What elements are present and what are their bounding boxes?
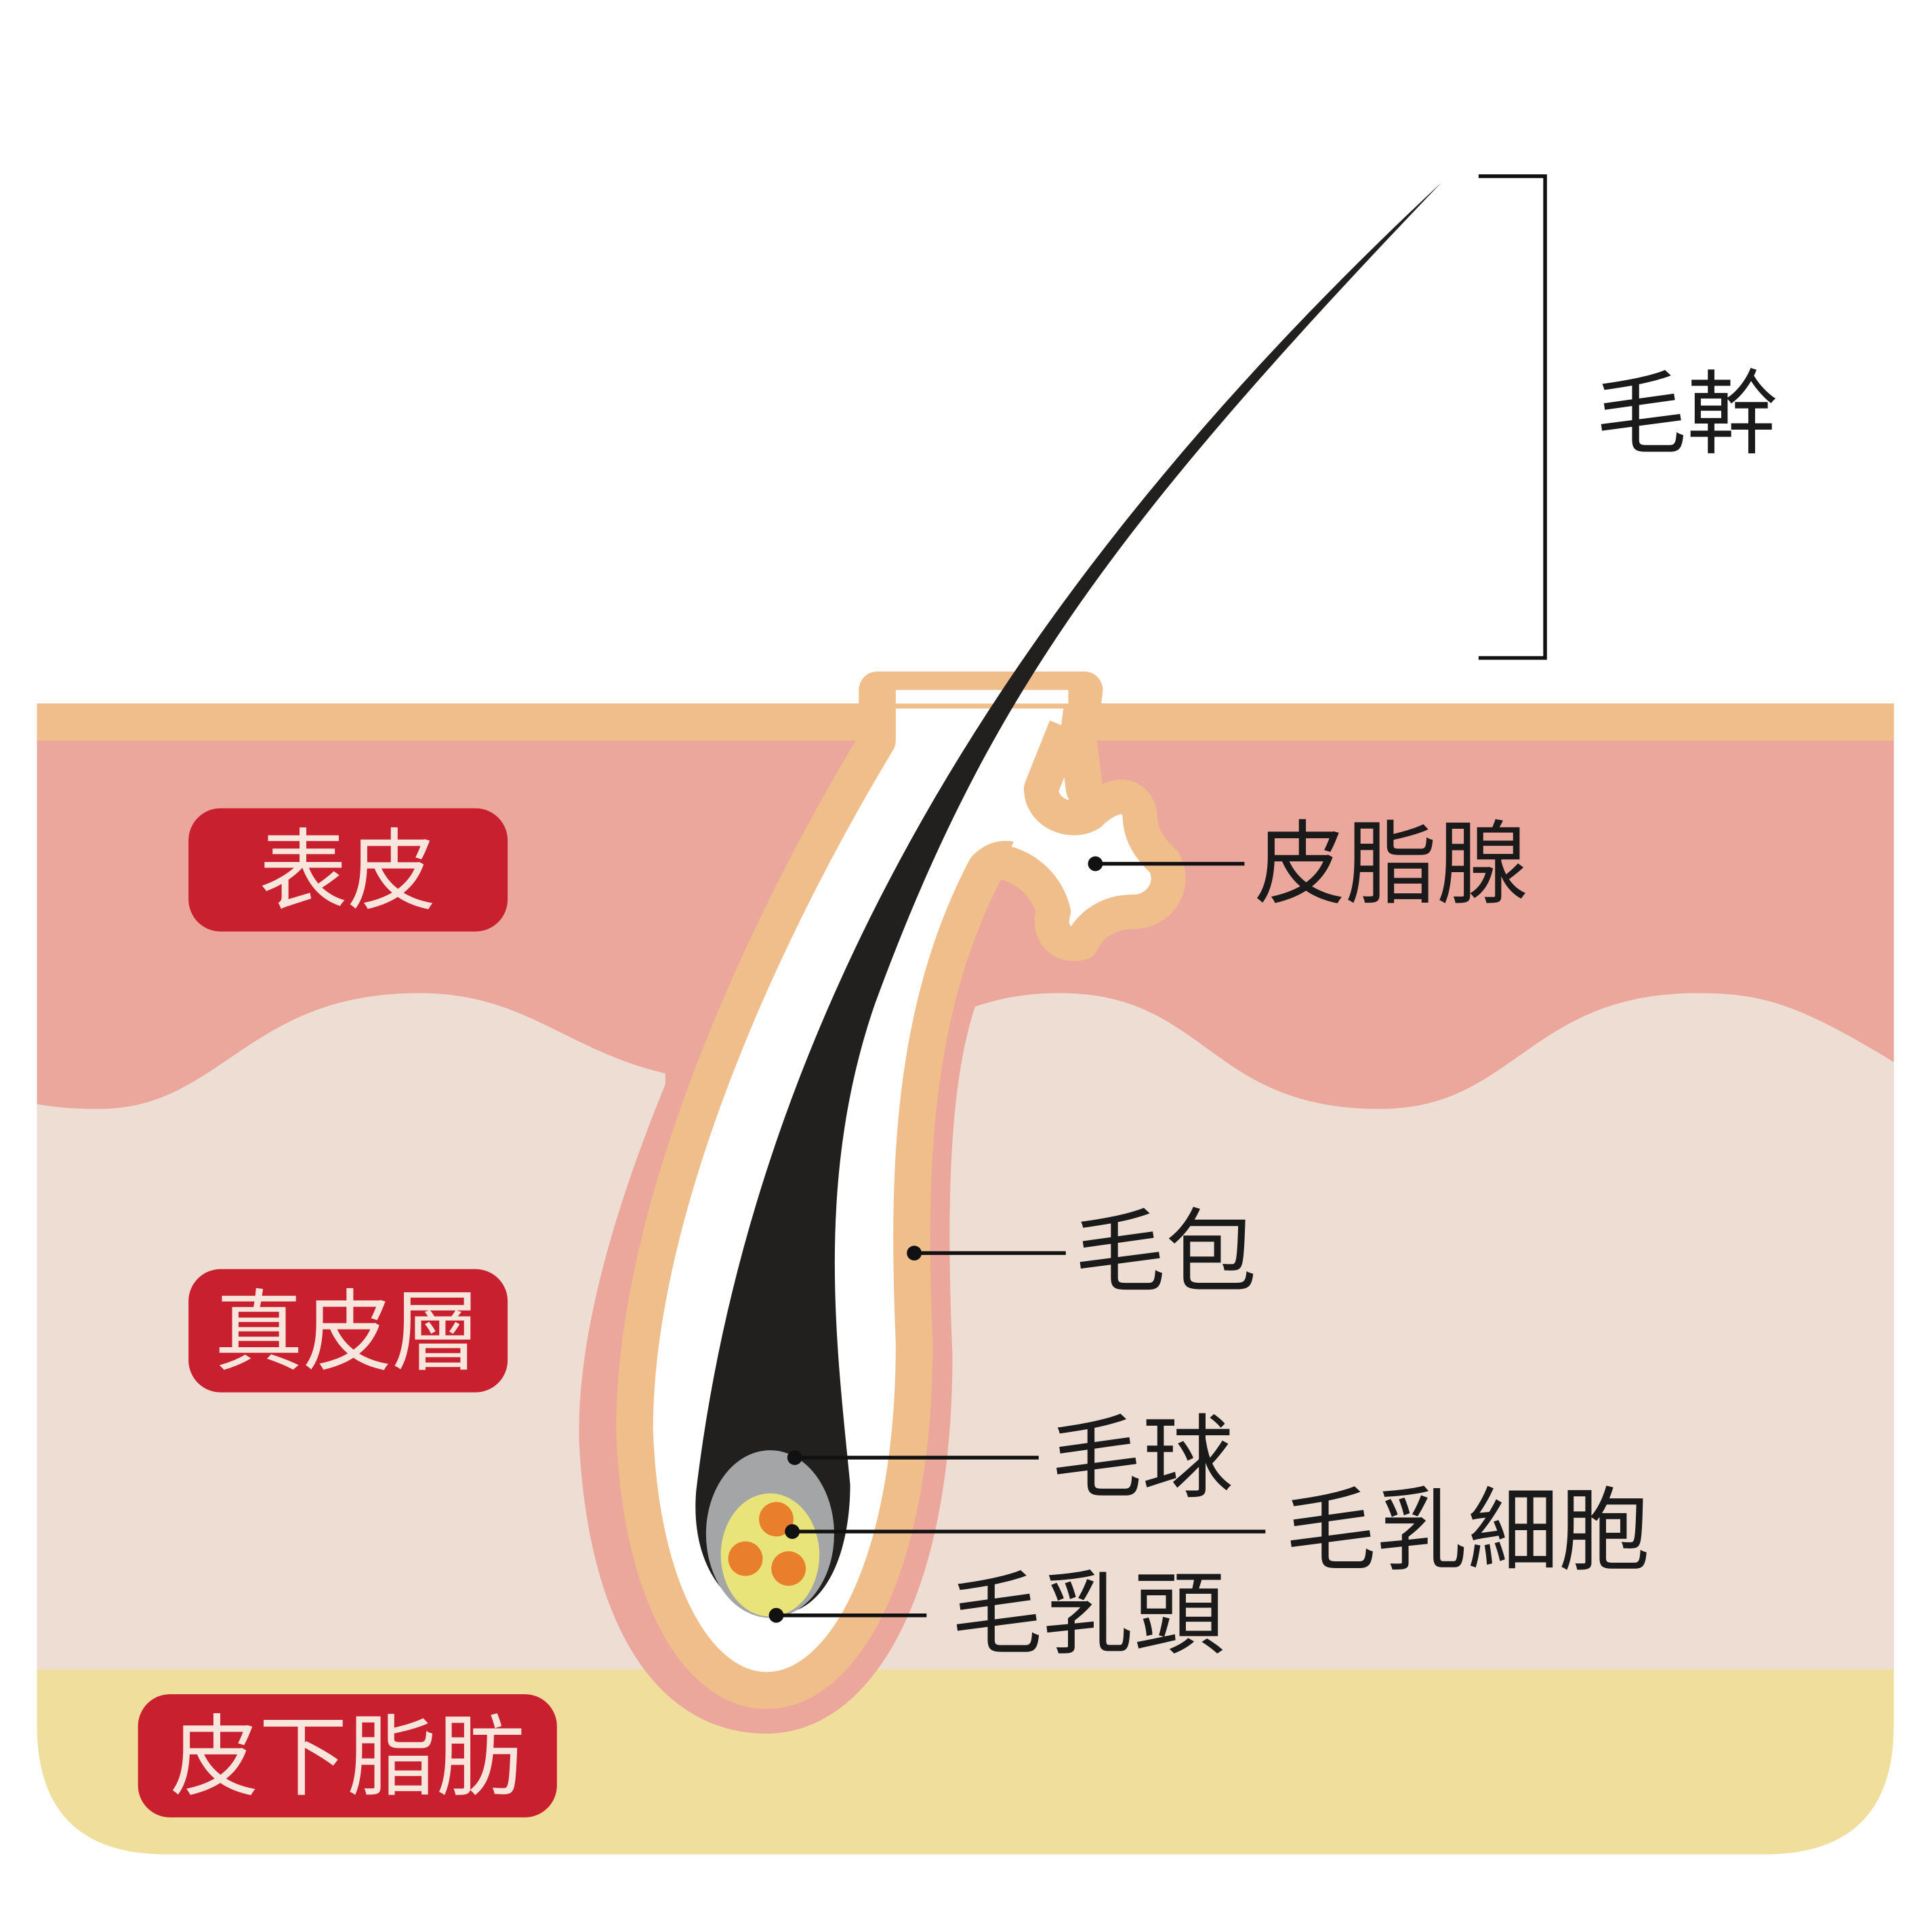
label-epidermis: 表皮 xyxy=(188,808,508,932)
svg-text:表皮: 表皮 xyxy=(259,819,436,923)
skin-opening-gap xyxy=(895,690,1069,704)
leader-dot xyxy=(1088,856,1103,871)
matrix-cell xyxy=(759,1502,794,1537)
leader-dot xyxy=(768,1607,784,1623)
label-subcutaneous-fat: 皮下脂肪 xyxy=(138,1694,557,1817)
annotation-hair-shaft: 毛幹 xyxy=(1596,361,1778,468)
annotation-dermal-papilla: 毛乳頭 xyxy=(951,1561,1225,1668)
sebaceous-gland xyxy=(999,720,1186,962)
hair-shaft-bracket xyxy=(1478,174,1547,660)
svg-text:真皮層: 真皮層 xyxy=(214,1280,480,1384)
annotation-sebaceous-gland: 皮脂腺 xyxy=(1254,811,1528,918)
leader-dot xyxy=(907,1246,922,1261)
annotation-hair-bulb: 毛球 xyxy=(1051,1405,1233,1511)
leader-dot xyxy=(787,1450,802,1465)
annotation-hair-follicle: 毛包 xyxy=(1075,1199,1257,1306)
leader-dot xyxy=(785,1524,800,1539)
matrix-cell xyxy=(771,1551,806,1586)
annotation-hair-matrix-cells: 毛乳細胞 xyxy=(1285,1478,1649,1584)
svg-text:皮下脂肪: 皮下脂肪 xyxy=(170,1705,525,1809)
label-dermis: 真皮層 xyxy=(188,1269,508,1393)
dermal-papilla xyxy=(720,1493,820,1617)
matrix-cell xyxy=(728,1541,763,1576)
